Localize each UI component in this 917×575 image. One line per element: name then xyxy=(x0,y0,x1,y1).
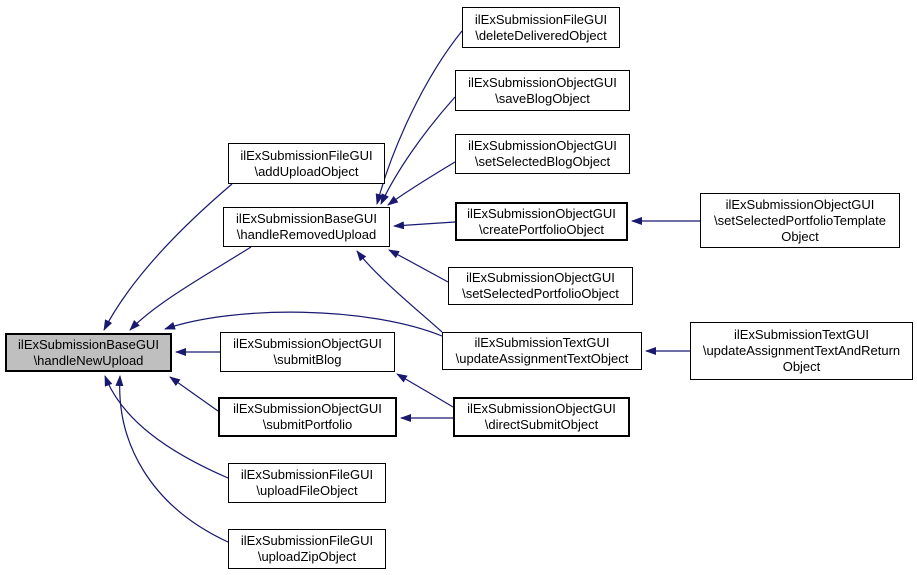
node-save-blog-object[interactable]: ilExSubmissionObjectGUI \saveBlogObject xyxy=(455,70,630,111)
edge-uploadFileObject-to-handleNewUpload xyxy=(104,375,229,479)
edge-addUploadObject-to-handleNewUpload xyxy=(103,183,233,331)
edge-deleteDeliveredObject-to-handleRemovedUpload xyxy=(375,30,463,205)
node-create-portfolio-object[interactable]: ilExSubmissionObjectGUI \createPortfolio… xyxy=(455,202,628,241)
node-add-upload-object[interactable]: ilExSubmissionFileGUI \addUploadObject xyxy=(228,143,385,184)
edge-uploadZipObject-to-handleNewUpload xyxy=(115,375,229,543)
edge-setSelectedPortfolioObject-to-handleRemovedUpload xyxy=(388,249,449,283)
edge-submitPortfolio-to-handleNewUpload xyxy=(169,376,219,412)
edge-handleRemovedUpload-to-handleNewUpload xyxy=(129,246,252,331)
node-handle-removed-upload[interactable]: ilExSubmissionBaseGUI \handleRemovedUplo… xyxy=(223,207,390,247)
node-set-selected-portfolio-template-object[interactable]: ilExSubmissionObjectGUI \setSelectedPort… xyxy=(700,193,900,248)
edge-createPortfolioObject-to-handleRemovedUpload xyxy=(393,221,456,230)
node-update-assignment-text-object[interactable]: ilExSubmissionTextGUI \updateAssignmentT… xyxy=(442,332,642,370)
edge-directSubmitObject-to-submitBlog xyxy=(396,373,454,408)
edge-saveBlogObject-to-handleRemovedUpload xyxy=(380,96,456,205)
node-update-assignment-text-and-return-object[interactable]: ilExSubmissionTextGUI \updateAssignmentT… xyxy=(690,322,913,380)
node-delete-delivered-object[interactable]: ilExSubmissionFileGUI \deleteDeliveredOb… xyxy=(462,7,620,48)
node-direct-submit-object[interactable]: ilExSubmissionObjectGUI \directSubmitObj… xyxy=(453,397,630,437)
node-handle-new-upload: ilExSubmissionBaseGUI \handleNewUpload xyxy=(5,333,172,372)
node-submit-blog[interactable]: ilExSubmissionObjectGUI \submitBlog xyxy=(220,332,395,372)
edge-setSelectedBlogObject-to-handleRemovedUpload xyxy=(387,161,456,206)
node-set-selected-blog-object[interactable]: ilExSubmissionObjectGUI \setSelectedBlog… xyxy=(455,134,630,174)
node-upload-file-object[interactable]: ilExSubmissionFileGUI \uploadFileObject xyxy=(228,463,386,503)
node-set-selected-portfolio-object[interactable]: ilExSubmissionObjectGUI \setSelectedPort… xyxy=(448,267,633,305)
edge-updateAssignmentTextObject-to-handleNewUpload xyxy=(164,311,443,337)
edge-updateAssignmentTextObject-to-handleRemovedUpload xyxy=(356,250,443,333)
node-upload-zip-object[interactable]: ilExSubmissionFileGUI \uploadZipObject xyxy=(228,529,386,569)
node-submit-portfolio[interactable]: ilExSubmissionObjectGUI \submitPortfolio xyxy=(218,397,397,437)
